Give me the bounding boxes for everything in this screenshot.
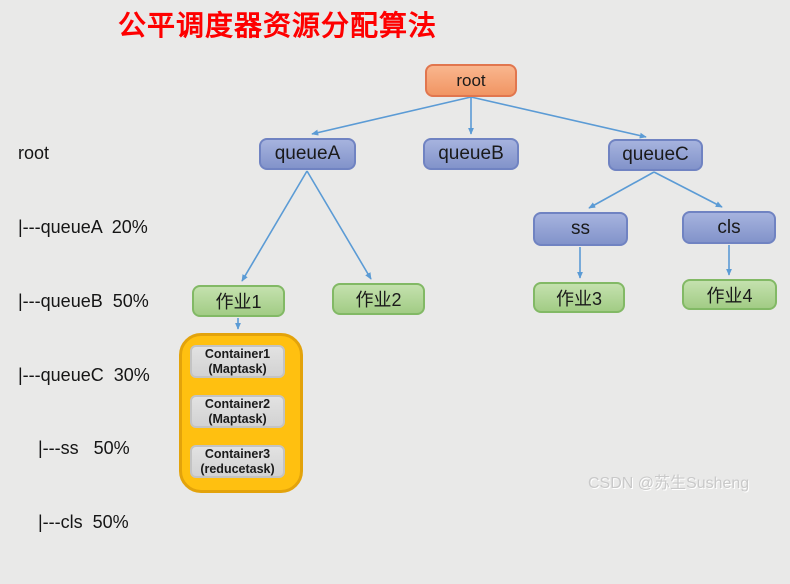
container1-box: Container1 (Maptask): [190, 345, 285, 378]
container2-name: Container2: [204, 397, 271, 411]
container1-task: (Maptask): [208, 361, 267, 376]
node-job2: 作业2: [332, 283, 425, 315]
container1-name: Container1: [204, 347, 271, 361]
config-line-root: root: [18, 143, 50, 164]
config-line-queueA: |---queueA 20%: [18, 216, 148, 237]
container3-box: Container3 (reducetask): [190, 445, 285, 478]
page-title: 公平调度器资源分配算法: [118, 10, 438, 41]
container3-task: (reducetask): [200, 461, 275, 476]
container2-box: Container2 (Maptask): [190, 395, 285, 428]
config-line-ss: |---ss 50%: [18, 438, 130, 459]
config-line-queueC: |---queueC 30%: [18, 364, 150, 385]
node-queueA: queueA: [259, 138, 356, 170]
node-queueC: queueC: [608, 139, 703, 171]
node-ss: ss: [533, 212, 628, 246]
node-job3: 作业3: [533, 282, 625, 313]
node-cls: cls: [682, 211, 776, 244]
config-line-queueB: |---queueB 50%: [18, 290, 149, 311]
node-job4: 作业4: [682, 279, 777, 310]
node-queueB: queueB: [423, 138, 519, 170]
config-line-cls: |---cls 50%: [18, 512, 129, 533]
csdn-watermark: CSDN @苏生Susheng: [588, 475, 750, 492]
container3-name: Container3: [204, 447, 271, 461]
node-root: root: [425, 64, 517, 97]
node-job1: 作业1: [192, 285, 285, 317]
scheduler-config-listing: root |---queueA 20% |---queueB 50% |---q…: [18, 92, 150, 584]
container2-task: (Maptask): [208, 411, 267, 426]
fair-scheduler-diagram: 公平调度器资源分配算法 root |---queueA 20% |---queu…: [18, 10, 777, 533]
